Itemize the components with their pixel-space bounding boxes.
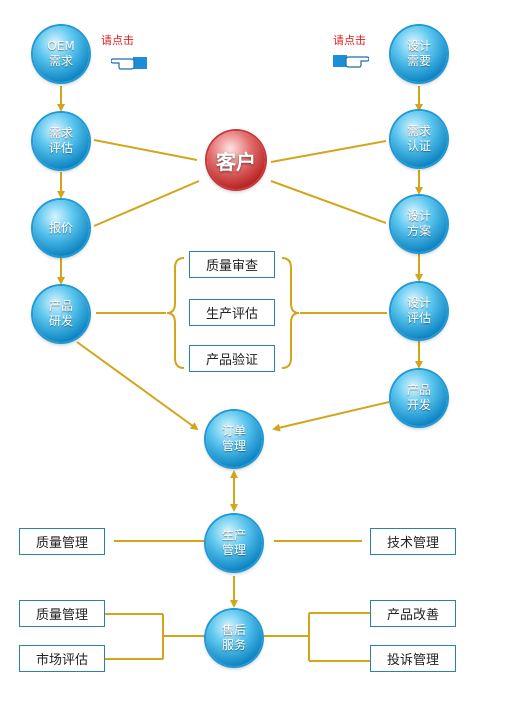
pointing-hand-right-icon[interactable]	[111, 53, 149, 71]
order-management-node[interactable]: 订单 管理	[206, 411, 262, 467]
product-improvement-box[interactable]: 产品改善	[370, 600, 456, 627]
product-rd-node[interactable]: 产品 研发	[33, 286, 89, 342]
product-verification-box[interactable]: 产品验证	[189, 345, 275, 372]
production-management-node[interactable]: 生产 管理	[206, 515, 262, 571]
demand-assessment-node[interactable]: 需求 评估	[33, 113, 89, 169]
design-plan-node[interactable]: 设计 方案	[391, 196, 447, 252]
right-click-hint[interactable]: 请点击	[333, 34, 366, 47]
pointing-hand-left-icon[interactable]	[331, 51, 369, 69]
quality-review-box[interactable]: 质量审查	[189, 251, 275, 278]
after-sales-service-node[interactable]: 售后 服务	[206, 610, 262, 666]
after-sales-quality-management-box[interactable]: 质量管理	[19, 600, 105, 627]
customer-node[interactable]: 客户	[207, 131, 265, 189]
market-assessment-box[interactable]: 市场评估	[19, 645, 105, 672]
design-needs-node[interactable]: 设计 需要	[391, 26, 447, 82]
quality-management-box[interactable]: 质量管理	[19, 528, 105, 555]
design-evaluation-node[interactable]: 设计 评估	[391, 283, 447, 339]
technical-management-box[interactable]: 技术管理	[370, 528, 456, 555]
product-development-node[interactable]: 产品 开发	[391, 370, 447, 426]
left-click-hint[interactable]: 请点击	[101, 34, 134, 47]
quotation-node[interactable]: 报价	[33, 200, 89, 256]
oem-demand-node[interactable]: OEM 需求	[33, 26, 89, 82]
complaint-management-box[interactable]: 投诉管理	[370, 645, 456, 672]
demand-certification-node[interactable]: 需求 认证	[391, 111, 447, 167]
production-evaluation-box[interactable]: 生产评估	[189, 299, 275, 326]
